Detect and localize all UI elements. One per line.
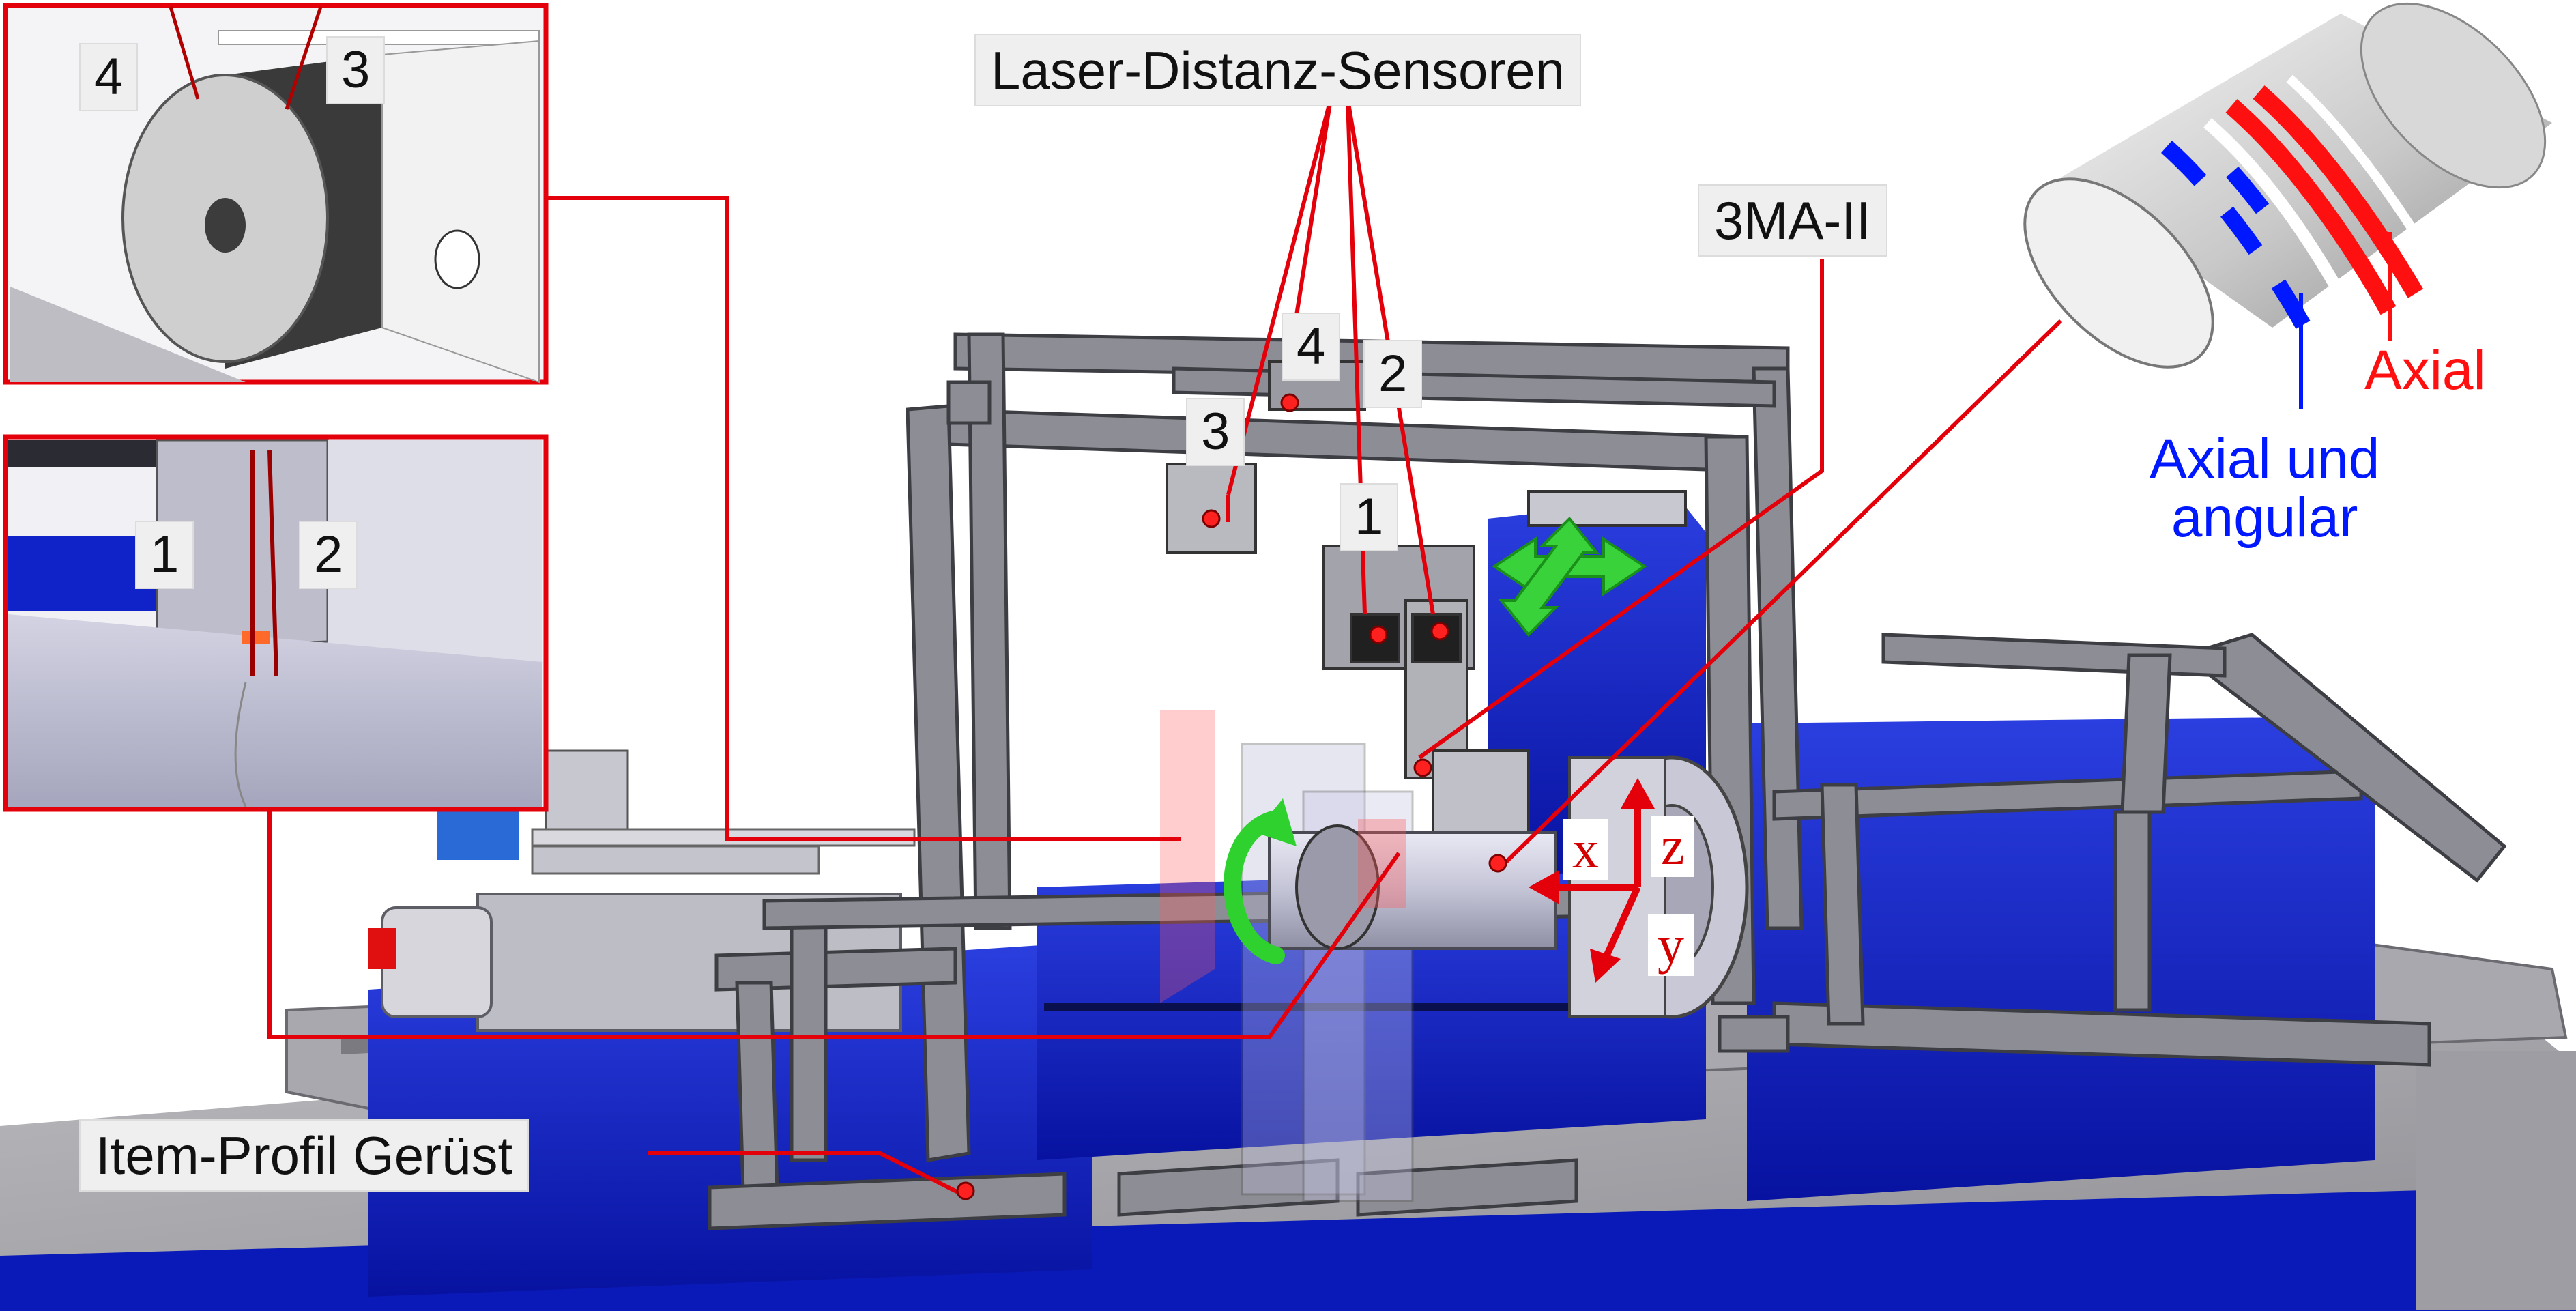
axial-angular-line1: Axial und [2150, 428, 2380, 490]
item-profile-frame-label: Item-Profil Gerüst [81, 1121, 528, 1190]
inset-sensor-number-1: 1 [136, 522, 193, 588]
3ma-ii-label: 3MA-II [1699, 186, 1886, 255]
sensor-points [956, 393, 1507, 1200]
sensor-number-3: 3 [1187, 399, 1244, 465]
coordinate-axes-icon [1529, 778, 1655, 983]
axis-x-label: x [1563, 819, 1608, 880]
inset-middle-sensors-1-2 [3, 434, 549, 812]
axial-label: Axial [2364, 339, 2486, 401]
axis-y-label: y [1648, 914, 1694, 976]
laser-distance-sensors-label: Laser-Distanz-Sensoren [976, 35, 1580, 105]
move-cross-arrow-icon [1492, 517, 1647, 637]
sensor-number-1: 1 [1341, 485, 1398, 550]
hydraulic-cylinder [368, 749, 916, 1032]
sensor-number-2: 2 [1365, 341, 1421, 407]
inset-sensor-number-2: 2 [300, 522, 357, 588]
sensor-number-4: 4 [1283, 314, 1340, 379]
axial-angular-line2: angular [2171, 487, 2358, 549]
axial-angular-label: Axial und angular [2150, 428, 2380, 549]
axis-z-label: z [1651, 816, 1694, 877]
inset-sensor-number-4: 4 [81, 44, 137, 110]
tube-probe-illustration [2023, 2, 2552, 409]
inset-sensor-number-3: 3 [328, 38, 384, 103]
rotation-arrow-icon [1224, 798, 1297, 964]
